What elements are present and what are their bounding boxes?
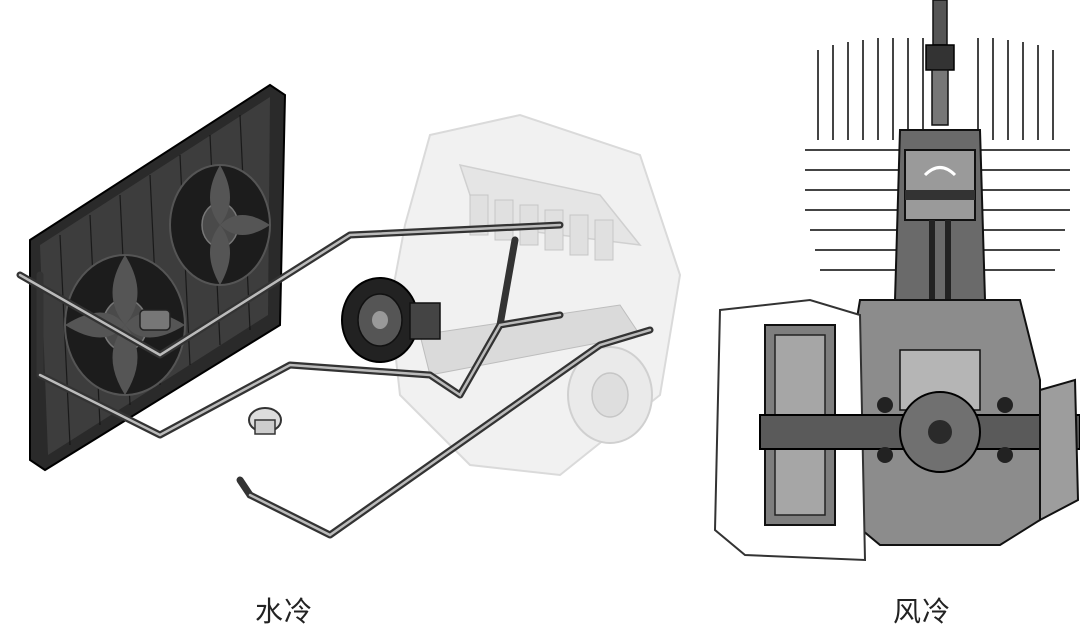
air-cooling-caption: 风冷	[893, 595, 952, 628]
radiator-icon	[29, 83, 287, 472]
spark-plug-icon	[925, 0, 955, 126]
side-housing-icon	[1039, 378, 1080, 522]
water-cooling-illustration	[0, 75, 690, 565]
crankshaft-icon	[759, 391, 1080, 473]
water-cooling-caption: 水冷	[255, 595, 314, 628]
water-pump-icon	[341, 277, 441, 363]
cooling-fin-icon	[805, 149, 1070, 271]
tank-cap-icon	[248, 407, 282, 435]
air-cooling-illustration	[700, 0, 1080, 565]
fan-icon	[169, 164, 271, 286]
cooling-fin-icon	[817, 38, 1054, 140]
engine-block-icon	[388, 113, 682, 477]
